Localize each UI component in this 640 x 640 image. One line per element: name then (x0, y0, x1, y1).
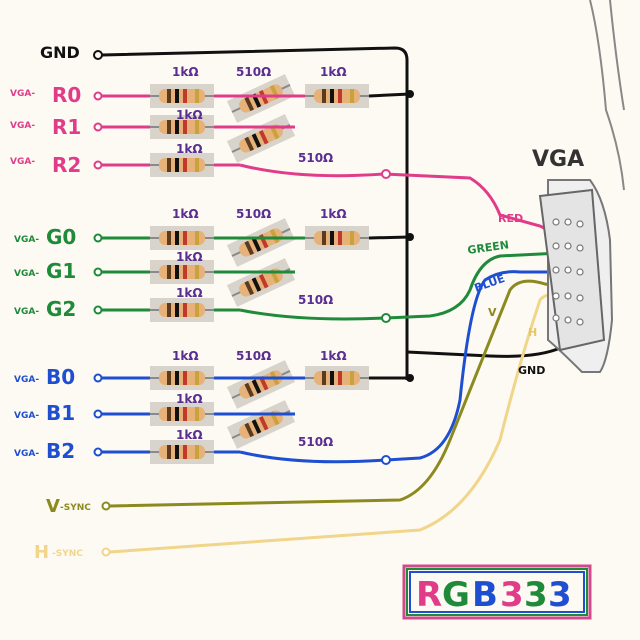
g1-prefix: VGA- (14, 269, 39, 279)
g2-prefix: VGA- (14, 307, 39, 317)
b0-label: B0 (46, 365, 75, 389)
g0-label: G0 (46, 225, 76, 249)
b-value-1k-top: 1kΩ (172, 349, 199, 363)
rgb333-badge: R G B 3 3 3 (402, 564, 592, 620)
r1-prefix: VGA- (10, 121, 35, 131)
green-pin-label: GREEN (467, 238, 510, 257)
r2-label: R2 (52, 153, 81, 177)
vsync-suffix: -SYNC (60, 503, 91, 513)
g-value-510-bottom: 510Ω (298, 293, 333, 307)
b-value-1k-mid: 1kΩ (176, 392, 203, 406)
badge-3-blue: 3 (548, 575, 572, 615)
hsync-suffix: -SYNC (52, 549, 83, 559)
vga-connector: VGA RED GREEN BLUE V H GND (467, 0, 625, 377)
r-value-1k-top: 1kΩ (172, 65, 199, 79)
sync-wires (101, 279, 576, 557)
badge-3-green: 3 (524, 575, 548, 615)
badge-r: R (416, 575, 442, 615)
g-value-1k-top: 1kΩ (172, 207, 199, 221)
r-value-1k-bottom: 1kΩ (176, 142, 203, 156)
vga-pins (552, 218, 584, 326)
g2-label: G2 (46, 297, 76, 321)
r1-label: R1 (52, 115, 81, 139)
red-resistor-group: 1kΩ 510Ω 1kΩ 1kΩ 1kΩ 510Ω (93, 65, 571, 238)
blue-resistor-group: 1kΩ 510Ω 1kΩ 1kΩ 1kΩ 510Ω (93, 270, 580, 465)
red-pin-label: RED (498, 212, 523, 225)
resistor-r2 (149, 152, 215, 178)
vsync-label: V (46, 496, 60, 517)
r0-label: R0 (52, 83, 81, 107)
gnd-label: GND (40, 43, 80, 62)
b1-prefix: VGA- (14, 411, 39, 421)
resistor-b0 (149, 365, 215, 391)
badge-3-red: 3 (500, 575, 524, 615)
b0-prefix: VGA- (14, 375, 39, 385)
resistor-b2 (149, 439, 215, 465)
resistor-g0 (149, 225, 215, 251)
green-resistor-group: 1kΩ 510Ω 1kΩ 1kΩ 1kΩ 510Ω (93, 207, 581, 323)
b1-label: B1 (46, 401, 75, 425)
h-pin-label: H (528, 326, 537, 339)
hsync-label: H (34, 542, 49, 563)
badge-g: G (442, 575, 470, 615)
r-value-1k-mid: 1kΩ (176, 108, 203, 122)
b-value-510-bottom: 510Ω (298, 435, 333, 449)
g-value-1k-right: 1kΩ (320, 207, 347, 221)
input-labels: GND VGA- R0 VGA- R1 VGA- R2 VGA- G0 VGA-… (10, 43, 91, 563)
g-value-510-top: 510Ω (236, 207, 271, 221)
resistor-g2 (149, 297, 215, 323)
g0-prefix: VGA- (14, 235, 39, 245)
v-pin-label: V (488, 306, 497, 319)
r0-prefix: VGA- (10, 89, 35, 99)
gnd-pin-label: GND (518, 364, 545, 377)
g1-label: G1 (46, 259, 76, 283)
r-value-510-bottom: 510Ω (298, 151, 333, 165)
r-value-510-top: 510Ω (236, 65, 271, 79)
resistor-b-1k-gnd (304, 365, 370, 391)
r2-prefix: VGA- (10, 157, 35, 167)
b-value-510-top: 510Ω (236, 349, 271, 363)
b-value-1k-bottom: 1kΩ (176, 428, 203, 442)
b2-prefix: VGA- (14, 449, 39, 459)
resistor-g-1k-gnd (304, 225, 370, 251)
g-value-1k-mid: 1kΩ (176, 250, 203, 264)
g-value-1k-bottom: 1kΩ (176, 286, 203, 300)
resistor-r-1k-gnd (304, 83, 370, 109)
resistor-r0 (149, 83, 215, 109)
b2-label: B2 (46, 439, 75, 463)
b-value-1k-right: 1kΩ (320, 349, 347, 363)
badge-b: B (472, 575, 498, 615)
vga-title: VGA (532, 147, 584, 172)
r-value-1k-right: 1kΩ (320, 65, 347, 79)
